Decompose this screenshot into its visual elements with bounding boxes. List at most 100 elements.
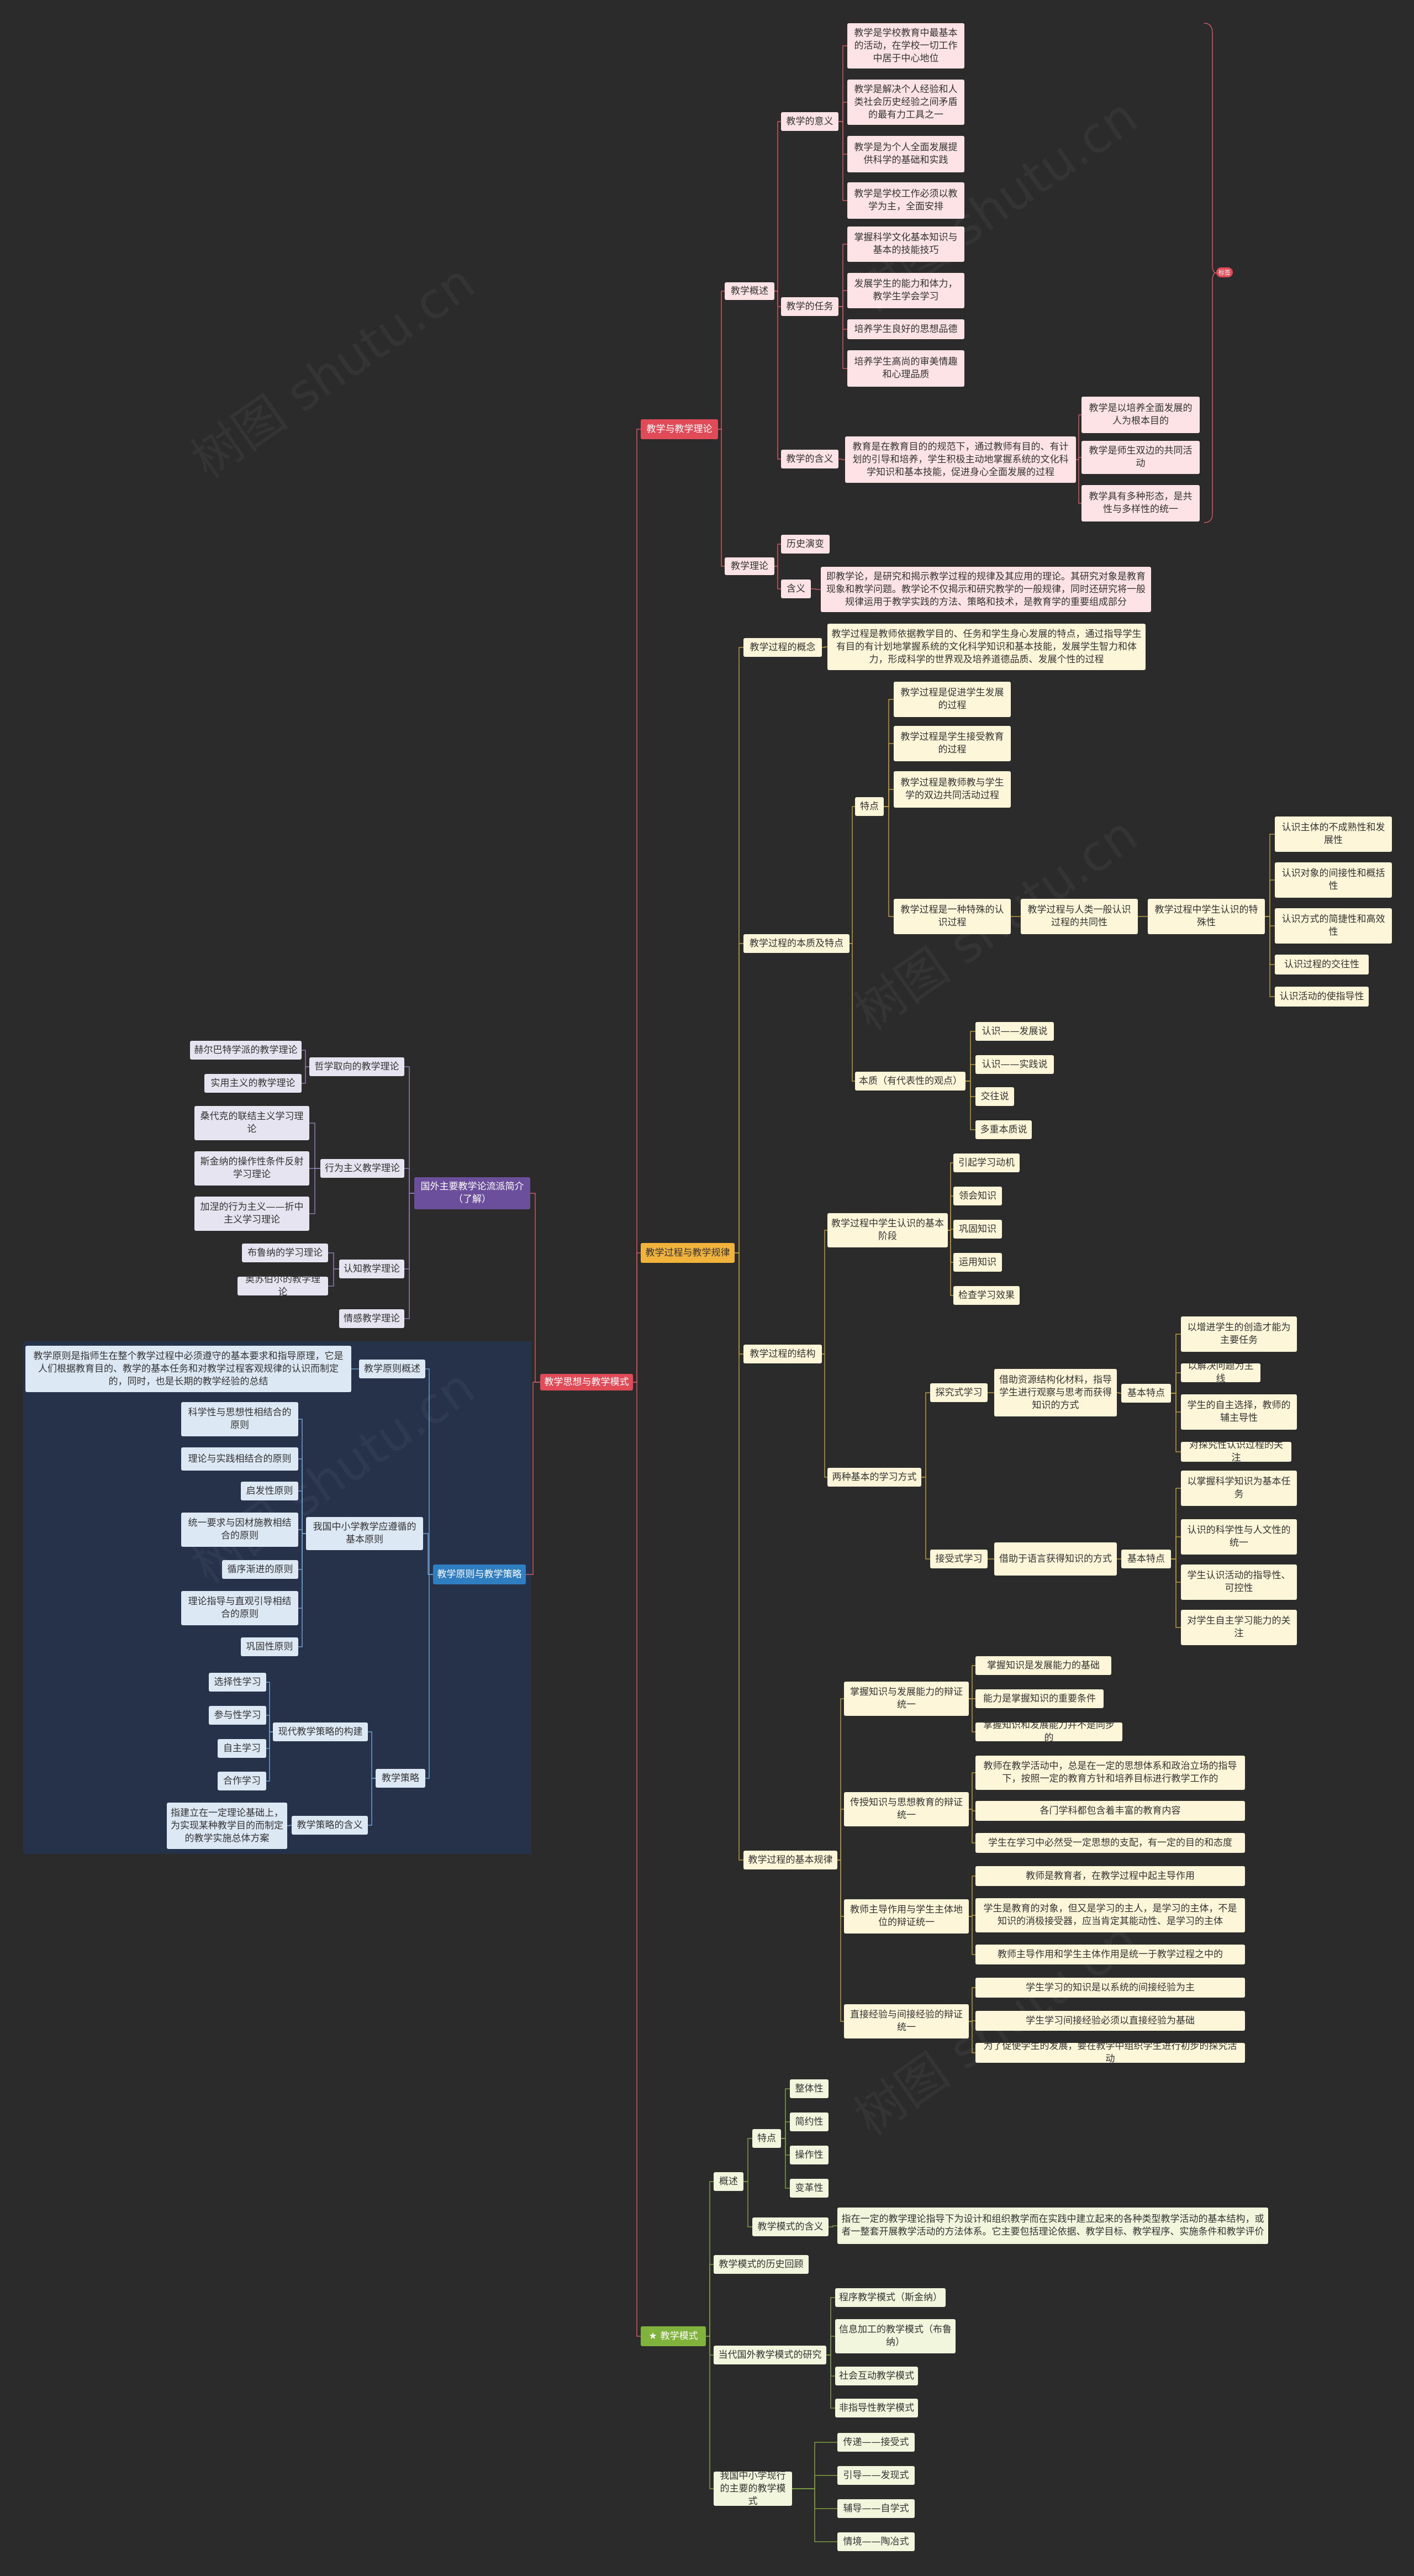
node-meaning-2[interactable]: 教学是解决个人经验和人类社会历史经验之间矛盾的最有力工具之一 xyxy=(847,80,964,125)
node-general-cognition[interactable]: 教学过程与人类一般认识过程的共同性 xyxy=(1021,899,1138,934)
node-teaching-meaning[interactable]: 教学的意义 xyxy=(781,112,838,131)
node-law-2-item-3[interactable]: 学生在学习中必然受一定思想的支配，有一定的目的和态度 xyxy=(975,1833,1245,1853)
node-principle-5[interactable]: 循序渐进的原则 xyxy=(222,1560,298,1579)
branch-models[interactable]: ★教学模式 xyxy=(641,2326,706,2346)
node-receptive-feature-4[interactable]: 对学生自主学习能力的关注 xyxy=(1181,1610,1297,1645)
node-task-3[interactable]: 培养学生良好的思想品德 xyxy=(847,319,964,339)
node-law-4-item-3[interactable]: 为了促使学生的发展，要在教学中组织学生进行初步的探究活动 xyxy=(975,2041,1245,2064)
node-stage-2[interactable]: 领会知识 xyxy=(953,1187,1002,1205)
node-thorndike[interactable]: 桑代克的联结主义学习理论 xyxy=(194,1106,309,1140)
node-participatory-learning[interactable]: 参与性学习 xyxy=(209,1706,266,1725)
node-principle-3[interactable]: 启发性原则 xyxy=(241,1482,298,1500)
node-process-laws[interactable]: 教学过程的基本规律 xyxy=(743,1851,837,1869)
node-process-nature[interactable]: 教学过程的本质及特点 xyxy=(743,934,850,953)
node-philosophy-theory[interactable]: 哲学取向的教学理论 xyxy=(309,1057,404,1076)
node-domestic-model-3[interactable]: 辅导——自学式 xyxy=(837,2499,915,2518)
node-process-concept[interactable]: 教学过程的概念 xyxy=(743,638,822,657)
node-foreign-model-4[interactable]: 非指导性教学模式 xyxy=(835,2399,918,2417)
node-domestic-model-1[interactable]: 传递——接受式 xyxy=(837,2433,915,2452)
node-feature-3[interactable]: 教学过程是教师教与学生学的双边共同活动过程 xyxy=(894,771,1011,808)
branch-theory[interactable]: 教学与教学理论 xyxy=(641,419,718,439)
node-inquiry-feature-4[interactable]: 对探究性认识过程的关注 xyxy=(1181,1440,1291,1463)
node-two-learning-modes[interactable]: 两种基本的学习方式 xyxy=(827,1468,921,1487)
node-teaching-strategy[interactable]: 教学策略 xyxy=(376,1769,425,1788)
node-gagne[interactable]: 加涅的行为主义——折中主义学习理论 xyxy=(194,1197,309,1231)
node-meaning-1[interactable]: 教学是学校教育中最基本的活动，在学校一切工作中居于中心地位 xyxy=(847,23,964,69)
node-stage-1[interactable]: 引起学习动机 xyxy=(953,1153,1020,1172)
node-special-2[interactable]: 认识对象的间接性和概括性 xyxy=(1275,862,1392,898)
node-theory-meaning[interactable]: 含义 xyxy=(781,580,811,598)
node-model-feature-4[interactable]: 变革性 xyxy=(790,2179,829,2198)
node-receptive-features[interactable]: 基本特点 xyxy=(1121,1550,1171,1568)
node-theory-meaning-text[interactable]: 即教学论，是研究和揭示教学过程的规律及其应用的理论。其研究对象是教育现象和教学问… xyxy=(821,567,1151,612)
node-principle-4[interactable]: 统一要求与因材施教相结合的原则 xyxy=(181,1513,298,1547)
node-law-2-item-2[interactable]: 各门学科都包含着丰富的教育内容 xyxy=(975,1801,1245,1821)
node-history-evolution[interactable]: 历史演变 xyxy=(781,535,830,554)
node-bruner[interactable]: 布鲁纳的学习理论 xyxy=(242,1244,328,1262)
node-receptive-feature-3[interactable]: 学生认识活动的指导性、可控性 xyxy=(1181,1564,1297,1600)
node-herbart[interactable]: 赫尔巴特学派的教学理论 xyxy=(190,1041,302,1060)
node-essence-1[interactable]: 认识——发展说 xyxy=(975,1022,1054,1041)
node-special-1[interactable]: 认识主体的不成熟性和发展性 xyxy=(1275,816,1392,852)
node-definition-2[interactable]: 教学是师生双边的共同活动 xyxy=(1081,441,1200,474)
node-law-3-item-3[interactable]: 教师主导作用和学生主体作用是统一于教学过程之中的 xyxy=(975,1945,1245,1964)
node-autonomous-learning[interactable]: 自主学习 xyxy=(218,1739,266,1758)
node-essence[interactable]: 本质（有代表性的观点） xyxy=(855,1072,965,1091)
node-essence-4[interactable]: 多重本质说 xyxy=(975,1120,1032,1139)
node-process-structure[interactable]: 教学过程的结构 xyxy=(743,1345,822,1363)
node-model-feature-3[interactable]: 操作性 xyxy=(790,2146,829,2164)
node-modern-strategy[interactable]: 现代教学策略的构建 xyxy=(273,1722,368,1741)
node-meaning-3[interactable]: 教学是为个人全面发展提供科学的基础和实践 xyxy=(847,136,964,172)
node-receptive-feature-2[interactable]: 认识的科学性与人文性的统一 xyxy=(1181,1519,1297,1555)
node-model-feature-2[interactable]: 简约性 xyxy=(790,2113,829,2131)
node-teaching-overview[interactable]: 教学概述 xyxy=(725,282,774,300)
node-inquiry-feature-1[interactable]: 以增进学生的创造才能为主要任务 xyxy=(1181,1316,1297,1352)
node-principle-2[interactable]: 理论与实践相结合的原则 xyxy=(181,1447,298,1471)
branch-strategy[interactable]: 教学原则与教学策略 xyxy=(433,1564,526,1584)
branch-process[interactable]: 教学过程与教学规律 xyxy=(641,1243,735,1263)
node-cognition-stages[interactable]: 教学过程中学生认识的基本阶段 xyxy=(827,1213,948,1247)
node-behaviorism[interactable]: 行为主义教学理论 xyxy=(320,1159,404,1178)
node-inquiry-feature-2[interactable]: 以解决问题为主线 xyxy=(1181,1361,1260,1384)
node-law-4-item-2[interactable]: 学生学习间接经验必须以直接经验为基础 xyxy=(975,2011,1245,2031)
root-node[interactable]: 教学思想与教学模式 xyxy=(540,1374,633,1390)
node-essence-2[interactable]: 认识——实践说 xyxy=(975,1055,1054,1074)
node-strategy-meaning[interactable]: 教学策略的含义 xyxy=(292,1816,368,1835)
node-skinner[interactable]: 斯金纳的操作性条件反射学习理论 xyxy=(194,1151,309,1186)
node-model-feature-1[interactable]: 整体性 xyxy=(790,2079,829,2098)
node-teaching-definition[interactable]: 教学的含义 xyxy=(781,450,838,468)
node-stage-5[interactable]: 检查学习效果 xyxy=(953,1286,1020,1305)
node-models-features[interactable]: 特点 xyxy=(752,2129,781,2148)
node-task-4[interactable]: 培养学生高尚的审美情趣和心理品质 xyxy=(847,350,964,387)
node-task-2[interactable]: 发展学生的能力和体力，教学生学会学习 xyxy=(847,273,964,308)
node-law-1-item-1[interactable]: 掌握知识是发展能力的基础 xyxy=(975,1656,1111,1675)
node-meaning-4[interactable]: 教学是学校工作必须以教学为主，全面安排 xyxy=(847,182,964,219)
node-model-meaning-text[interactable]: 指在一定的教学理论指导下为设计和组织教学而在实践中建立起来的各种类型教学活动的基… xyxy=(837,2208,1268,2244)
node-foreign-models[interactable]: 当代国外教学模式的研究 xyxy=(714,2346,826,2364)
node-special-cognition[interactable]: 教学过程中学生认识的特殊性 xyxy=(1148,899,1265,934)
node-task-1[interactable]: 掌握科学文化基本知识与基本的技能技巧 xyxy=(847,226,964,262)
node-special-4[interactable]: 认识过程的交往性 xyxy=(1275,955,1369,974)
node-definition-1[interactable]: 教学是以培养全面发展的人为根本目的 xyxy=(1081,397,1200,433)
node-receptive-feature-1[interactable]: 以掌握科学知识为基本任务 xyxy=(1181,1471,1297,1506)
node-inquiry-features[interactable]: 基本特点 xyxy=(1121,1384,1171,1403)
node-inquiry-desc[interactable]: 借助资源结构化材料，指导学生进行观察与思考而获得知识的方式 xyxy=(994,1369,1117,1416)
node-feature-1[interactable]: 教学过程是促进学生发展的过程 xyxy=(894,682,1011,717)
node-feature-2[interactable]: 教学过程是学生接受教育的过程 xyxy=(894,726,1011,761)
node-foreign-model-2[interactable]: 信息加工的教学模式（布鲁纳） xyxy=(835,2319,956,2353)
node-law-4-item-1[interactable]: 学生学习的知识是以系统的间接经验为主 xyxy=(975,1978,1245,1998)
node-law-1[interactable]: 掌握知识与发展能力的辩证统一 xyxy=(844,1682,969,1716)
node-models-overview[interactable]: 概述 xyxy=(714,2172,743,2191)
node-ausubel[interactable]: 奥苏伯尔的教学理论 xyxy=(238,1274,328,1298)
node-law-1-item-2[interactable]: 能力是掌握知识的重要条件 xyxy=(975,1689,1104,1708)
node-special-3[interactable]: 认识方式的简捷性和高效性 xyxy=(1275,908,1392,944)
node-foreign-model-3[interactable]: 社会互动教学模式 xyxy=(835,2367,918,2385)
node-model-meaning[interactable]: 教学模式的含义 xyxy=(752,2217,829,2236)
node-receptive-learning[interactable]: 接受式学习 xyxy=(930,1550,988,1568)
node-stage-4[interactable]: 运用知识 xyxy=(953,1253,1002,1272)
node-special-5[interactable]: 认识活动的使指导性 xyxy=(1275,987,1369,1007)
node-strategy-meaning-text[interactable]: 指建立在一定理论基础上，为实现某种教学目的而制定的教学实施总体方案 xyxy=(167,1803,287,1849)
node-cognitive[interactable]: 认知教学理论 xyxy=(339,1260,404,1278)
node-inquiry-feature-3[interactable]: 学生的自主选择，教师的辅主导性 xyxy=(1181,1394,1297,1430)
node-law-3-item-2[interactable]: 学生是教育的对象，但又是学习的主人，是学习的主体，不是知识的消极接受器，应当肯定… xyxy=(975,1898,1245,1932)
